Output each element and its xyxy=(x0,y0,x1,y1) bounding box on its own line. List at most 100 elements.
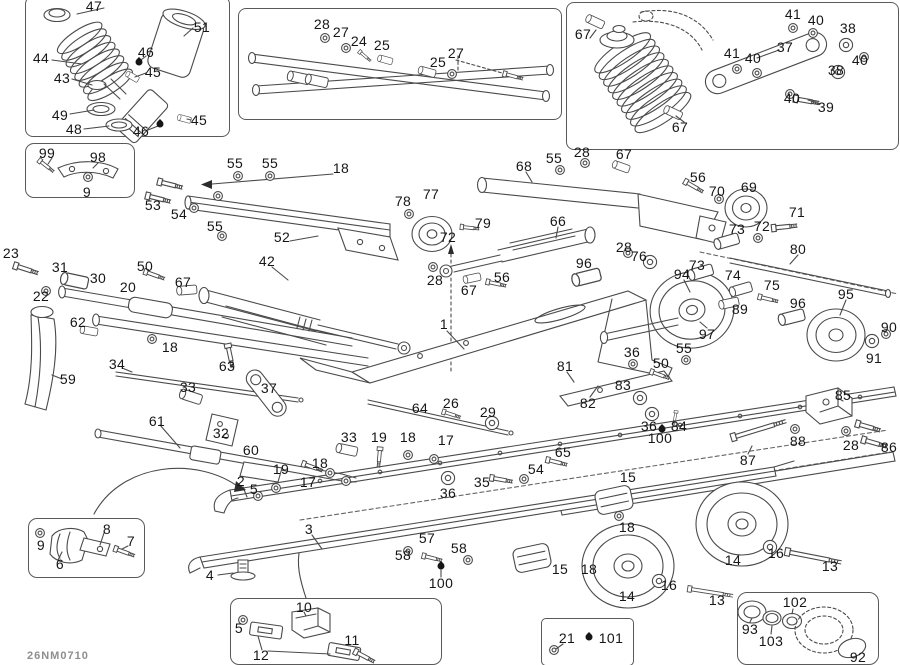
inset-brake-bracket xyxy=(28,518,145,578)
part-callout-28: 28 xyxy=(615,239,633,255)
part-callout-15: 15 xyxy=(619,469,637,485)
part-callout-36: 36 xyxy=(439,485,457,501)
part-callout-70: 70 xyxy=(708,183,726,199)
part-callout-100: 100 xyxy=(647,430,673,446)
part-callout-28: 28 xyxy=(313,16,331,32)
part-callout-16: 16 xyxy=(767,545,785,561)
part-callout-85: 85 xyxy=(834,387,852,403)
part-callout-7: 7 xyxy=(126,533,136,549)
part-callout-43: 43 xyxy=(53,70,71,86)
part-callout-40: 40 xyxy=(744,50,762,66)
part-callout-3: 3 xyxy=(304,521,314,537)
part-callout-31: 31 xyxy=(51,259,69,275)
part-callout-24: 24 xyxy=(350,33,368,49)
part-callout-9: 9 xyxy=(36,537,46,553)
part-callout-53: 53 xyxy=(144,197,162,213)
part-callout-91: 91 xyxy=(865,350,883,366)
part-callout-99: 99 xyxy=(38,145,56,161)
part-callout-25: 25 xyxy=(373,37,391,53)
part-callout-93: 93 xyxy=(741,621,759,637)
part-callout-96: 96 xyxy=(575,255,593,271)
part-callout-101: 101 xyxy=(598,630,624,646)
part-callout-23: 23 xyxy=(2,245,20,261)
part-callout-26: 26 xyxy=(442,395,460,411)
part-callout-38: 38 xyxy=(839,20,857,36)
part-callout-46: 46 xyxy=(137,44,155,60)
part-callout-45: 45 xyxy=(144,64,162,80)
part-callout-9: 9 xyxy=(82,184,92,200)
part-callout-89: 89 xyxy=(731,301,749,317)
part-callout-14: 14 xyxy=(618,588,636,604)
part-callout-61: 61 xyxy=(148,413,166,429)
part-callout-4: 4 xyxy=(205,567,215,583)
part-callout-92: 92 xyxy=(849,649,867,665)
inset-swing-arm xyxy=(238,8,562,120)
part-callout-50: 50 xyxy=(136,258,154,274)
part-callout-29: 29 xyxy=(479,404,497,420)
part-callout-57: 57 xyxy=(418,530,436,546)
part-callout-17: 17 xyxy=(299,474,317,490)
inset-stopper-strap xyxy=(25,143,135,198)
part-callout-90: 90 xyxy=(880,319,898,335)
part-callout-18: 18 xyxy=(399,429,417,445)
part-callout-72: 72 xyxy=(439,229,457,245)
part-callout-88: 88 xyxy=(789,433,807,449)
part-callout-37: 37 xyxy=(776,39,794,55)
part-callout-18: 18 xyxy=(161,339,179,355)
part-callout-40: 40 xyxy=(851,52,869,68)
part-callout-40: 40 xyxy=(783,90,801,106)
part-callout-48: 48 xyxy=(65,121,83,137)
part-callout-33: 33 xyxy=(340,429,358,445)
part-callout-13: 13 xyxy=(708,592,726,608)
part-callout-40: 40 xyxy=(807,12,825,28)
part-callout-22: 22 xyxy=(32,288,50,304)
part-callout-56: 56 xyxy=(493,269,511,285)
part-callout-87: 87 xyxy=(739,452,757,468)
part-callout-8: 8 xyxy=(102,521,112,537)
part-callout-76: 76 xyxy=(630,248,648,264)
part-callout-73: 73 xyxy=(728,221,746,237)
part-callout-5: 5 xyxy=(249,481,259,497)
part-callout-16: 16 xyxy=(660,577,678,593)
part-callout-36: 36 xyxy=(623,344,641,360)
part-callout-2: 2 xyxy=(236,473,246,489)
part-callout-11: 11 xyxy=(344,632,360,648)
part-callout-32: 32 xyxy=(212,425,230,441)
part-callout-55: 55 xyxy=(675,340,693,356)
part-callout-20: 20 xyxy=(119,279,137,295)
part-callout-19: 19 xyxy=(272,461,290,477)
part-callout-58: 58 xyxy=(394,547,412,563)
part-callout-49: 49 xyxy=(51,107,69,123)
part-callout-72: 72 xyxy=(753,218,771,234)
part-callout-18: 18 xyxy=(332,160,350,176)
part-callout-18: 18 xyxy=(580,561,598,577)
part-callout-34: 34 xyxy=(108,356,126,372)
part-callout-67: 67 xyxy=(574,26,592,42)
part-callout-39: 39 xyxy=(817,99,835,115)
part-callout-79: 79 xyxy=(474,215,492,231)
part-callout-97: 97 xyxy=(698,326,716,342)
part-callout-55: 55 xyxy=(226,155,244,171)
part-callout-18: 18 xyxy=(311,455,329,471)
part-callout-84: 84 xyxy=(670,418,688,434)
part-callout-14: 14 xyxy=(724,552,742,568)
part-callout-55: 55 xyxy=(261,155,279,171)
part-callout-36: 36 xyxy=(640,418,658,434)
part-callout-41: 41 xyxy=(723,45,741,61)
part-callout-33: 33 xyxy=(179,379,197,395)
part-callout-82: 82 xyxy=(579,395,597,411)
part-callout-45: 45 xyxy=(190,112,208,128)
part-callout-55: 55 xyxy=(206,218,224,234)
part-callout-60: 60 xyxy=(242,442,260,458)
part-callout-13: 13 xyxy=(821,558,839,574)
part-callout-21: 21 xyxy=(558,630,576,646)
part-callout-81: 81 xyxy=(556,358,574,374)
part-callout-56: 56 xyxy=(689,169,707,185)
part-callout-54: 54 xyxy=(170,206,188,222)
part-callout-67: 67 xyxy=(174,274,192,290)
part-callout-52: 52 xyxy=(273,229,291,245)
part-callout-28: 28 xyxy=(426,272,444,288)
part-callout-80: 80 xyxy=(789,241,807,257)
part-callout-78: 78 xyxy=(394,193,412,209)
